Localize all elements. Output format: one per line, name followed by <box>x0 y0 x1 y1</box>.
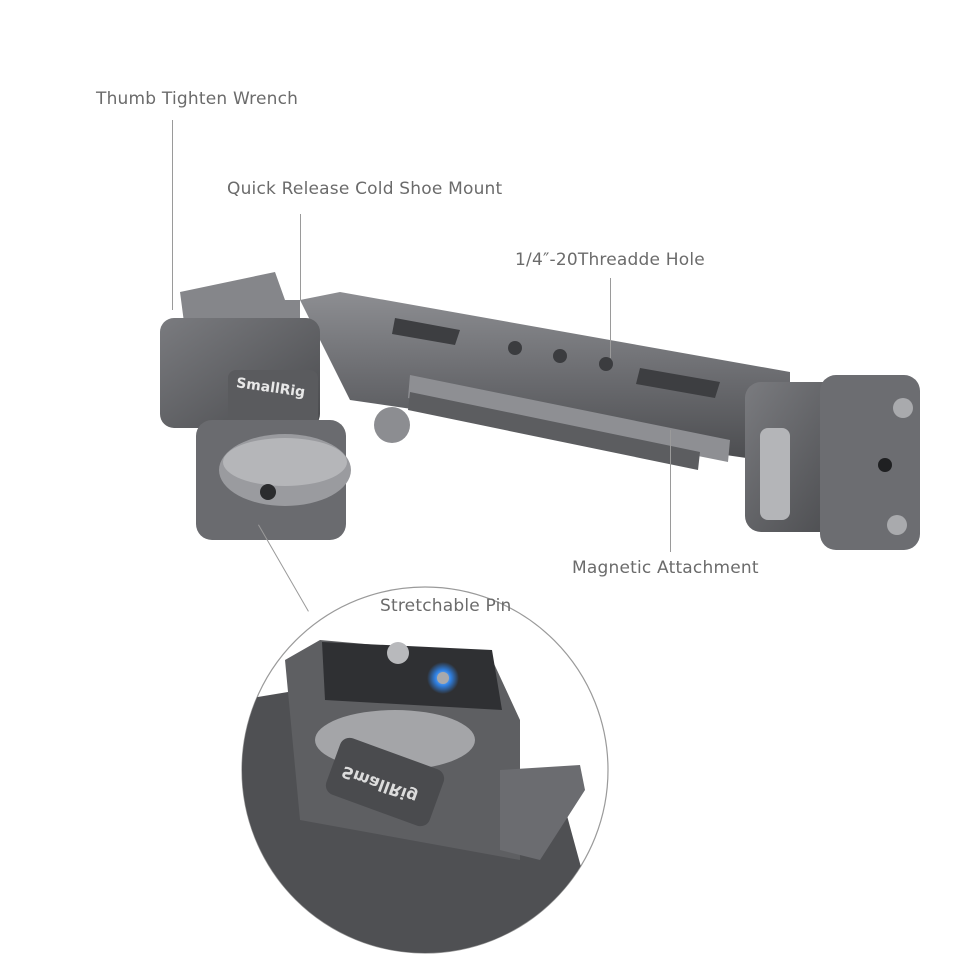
callout-stretchable-pin: Stretchable Pin <box>380 596 512 616</box>
leader-thumb-tighten-wrench <box>172 120 173 310</box>
detail-inset <box>241 586 609 954</box>
callout-magnetic-attachment: Magnetic Attachment <box>572 558 759 578</box>
callout-quick-release-cold-shoe: Quick Release Cold Shoe Mount <box>227 179 503 199</box>
leader-threaded-hole <box>610 278 611 358</box>
magnetic-block <box>745 375 920 550</box>
leader-magnetic-attachment <box>670 430 671 552</box>
callout-thumb-tighten-wrench: Thumb Tighten Wrench <box>96 89 299 109</box>
callout-threaded-hole: 1/4″-20Threadde Hole <box>515 250 705 270</box>
leader-quick-release-cold-shoe <box>300 214 301 300</box>
cold-shoe-mount <box>160 272 410 540</box>
arm-body <box>300 292 790 470</box>
